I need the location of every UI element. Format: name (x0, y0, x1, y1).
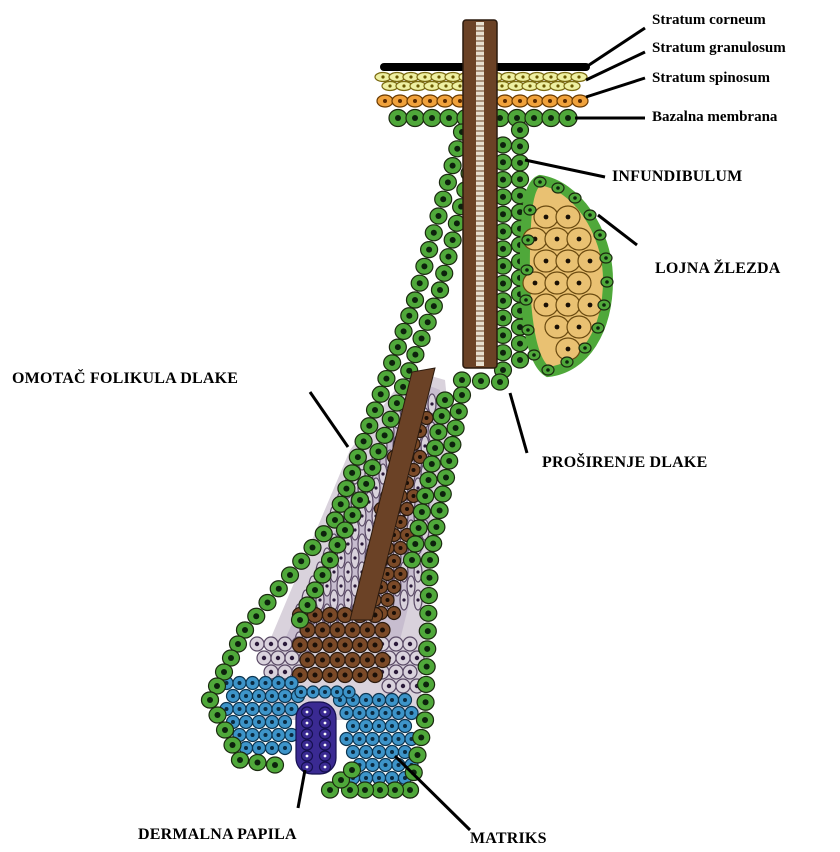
label-dermalna-papila: DERMALNA PAPILA (138, 826, 297, 844)
sebaceous-gland (520, 177, 613, 375)
label-lojna-zlezda: LOJNA ŽLEZDA (655, 260, 781, 278)
label-stratum-corneum: Stratum corneum (652, 12, 766, 29)
label-omotac-folikula-dlake: OMOTAČ FOLIKULA DLAKE (12, 370, 238, 388)
label-prosirenje-dlake: PROŠIRENJE DLAKE (542, 454, 707, 472)
dermal-papilla (296, 702, 336, 774)
label-stratum-granulosum: Stratum granulosum (652, 40, 786, 57)
label-bazalna-membrana: Bazalna membrana (652, 109, 777, 126)
label-stratum-spinosum: Stratum spinosum (652, 70, 770, 87)
label-matriks: MATRIKS (470, 830, 547, 848)
label-infundibulum: INFUNDIBULUM (612, 168, 742, 186)
